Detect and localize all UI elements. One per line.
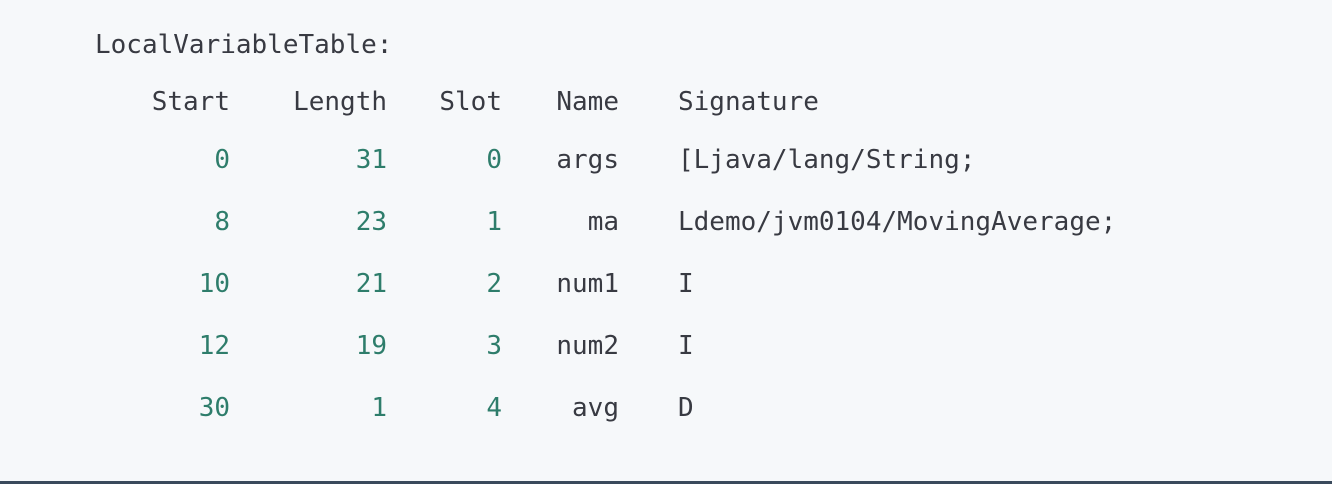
table-row: 10 21 2 num1 I [0, 264, 1332, 304]
cell-slot: 4 [486, 393, 502, 423]
cell-signature: I [678, 331, 694, 361]
table-row: 0 31 0 args [Ljava/lang/String; [0, 140, 1332, 180]
cell-start: 0 [214, 145, 230, 175]
cell-length: 1 [371, 393, 387, 423]
cell-start: 10 [198, 269, 230, 299]
cell-name: avg [572, 393, 619, 423]
cell-length: 23 [355, 207, 387, 237]
column-header-length: Length [293, 87, 387, 117]
cell-slot: 1 [486, 207, 502, 237]
cell-slot: 2 [486, 269, 502, 299]
cell-length: 21 [355, 269, 387, 299]
cell-start: 12 [198, 331, 230, 361]
column-header-slot: Slot [439, 87, 502, 117]
cell-slot: 0 [486, 145, 502, 175]
cell-name: ma [587, 207, 619, 237]
cell-start: 30 [198, 393, 230, 423]
table-row: 12 19 3 num2 I [0, 326, 1332, 366]
column-header-start: Start [151, 87, 230, 117]
cell-signature: [Ljava/lang/String; [678, 145, 976, 175]
cell-signature: Ldemo/jvm0104/MovingAverage; [678, 207, 1117, 237]
cell-signature: I [678, 269, 694, 299]
cell-name: args [556, 145, 619, 175]
cell-name: num2 [556, 331, 619, 361]
table-row: 8 23 1 ma Ldemo/jvm0104/MovingAverage; [0, 202, 1332, 242]
cell-start: 8 [214, 207, 230, 237]
cell-signature: D [678, 393, 694, 423]
header-row: Start Length Slot Name Signature [0, 82, 1332, 122]
cell-name: num1 [556, 269, 619, 299]
cell-slot: 3 [486, 331, 502, 361]
table-title: LocalVariableTable: [95, 30, 393, 60]
cell-length: 19 [355, 331, 387, 361]
column-header-signature: Signature [678, 87, 819, 117]
column-header-name: Name [556, 87, 619, 117]
table-row: 30 1 4 avg D [0, 388, 1332, 428]
cell-length: 31 [355, 145, 387, 175]
